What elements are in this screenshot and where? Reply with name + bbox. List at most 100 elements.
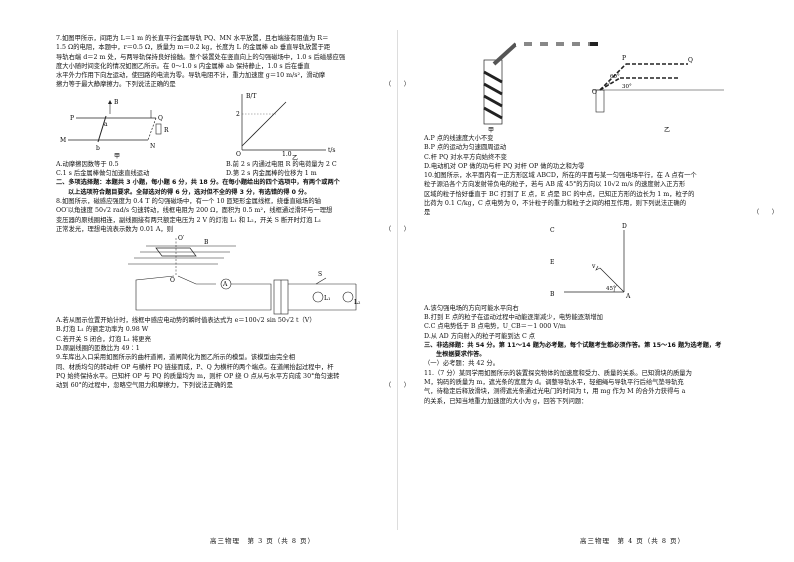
option-row: A.动摩擦因数等于 0.5 B.前 2 s 内通过电阻 R 的电荷量为 2 C — [56, 160, 410, 169]
label-N: N — [150, 143, 155, 150]
question-7: 7.如图甲所示，间距为 L＝1 m 的长直平行金属导轨 PQ、MN 水平放置，且… — [56, 34, 410, 178]
q9-option-d: D.电动机对 OP 做的功与杆 PQ 对杆 OP 做的功之和为零 — [424, 162, 585, 170]
option-a: A.若从图示位置开始计时，线框中感应电动势的瞬时值表达式为 e＝100√2 si… — [56, 317, 316, 325]
q7-line: 7.如图甲所示，间距为 L＝1 m 的长直平行金属导轨 PQ、MN 水平放置，且… — [56, 35, 329, 42]
q10-line: 区域的粒子恰好垂直于 BC 打到了 E 点，E 点是 BC 的中点，已知正方形的… — [424, 190, 695, 198]
option-row: C.1 s 后金属棒做匀加速直线运动 D.第 2 s 内金属棒的位移为 1 m — [56, 169, 410, 178]
option-b: B.灯泡 L₁ 的额定功率为 0.98 W — [56, 326, 149, 334]
q11-line: M，钩码的质量为 m，遮光条的宽度为 d。调整导轨水平，轻细绳与导轨平行后给气垫… — [424, 379, 684, 387]
question-9: 9.车库出入口采用如图所示的曲杆道闸，道闸简化为图乙所示的模型。该模型由完全相 … — [56, 353, 410, 390]
question-11: 11.（7 分）某同学用如图所示的装置探究物体的加速度和受力、质量的关系。已知滑… — [424, 369, 778, 406]
axis-label-x: t/s — [328, 147, 336, 154]
option-c: C.若开关 S 闭合，灯泡 L₁ 将更亮 — [56, 335, 151, 343]
label-a: a — [104, 121, 108, 128]
section-3-subheader: （一）必考题：共 42 分。 — [424, 360, 499, 368]
q9-option-b: B.P 点的运动为匀速圆周运动 — [424, 144, 507, 152]
label-A: A — [625, 293, 631, 300]
square-field-diagram: C D E v B 45° A — [550, 223, 631, 300]
q7-line-text: 擦力等于最大静摩擦力。下列说法正确的是 — [56, 81, 176, 89]
lamp-L1-label: L₁ — [324, 295, 330, 302]
q7-figures: P a B Q R M b N 甲 B/T t/s — [56, 90, 410, 162]
q10-line-text: 是 — [424, 209, 431, 217]
q9-line-text: 动到 60°的过程中，忽略空气阻力和摩擦力，下列说法正确的是 — [56, 382, 233, 390]
label-P: P — [622, 55, 626, 62]
question-10: 10.如图所示，水平面内有一正方形区域 ABCD，所在的平面与某一匀强电场平行，… — [424, 171, 778, 341]
label-B: B — [204, 239, 209, 246]
answer-paren: （ ） — [384, 81, 410, 89]
option-a: A.动摩擦因数等于 0.5 — [56, 160, 119, 168]
q8-line: 正常发光，理想电流表示数为 0.01 A，则 （ ） — [56, 225, 410, 234]
tick-2: 2 — [236, 111, 240, 118]
rails-figure: P a B Q R M b N 甲 — [60, 99, 169, 160]
q9-figure-svg: 甲 Q P O 60° 30° 乙 — [483, 42, 724, 134]
q10-line: 10.如图所示，水平面内有一正方形区域 ABCD，所在的平面与某一匀强电场平行，… — [424, 172, 697, 180]
bt-graph: B/T t/s 2 O 1.0 乙 — [236, 93, 336, 162]
section-3-line: 三、非选择题：共 54 分。第 11～14 题为必考题，每个试题考生都必须作答。… — [424, 341, 722, 349]
label-B: B — [114, 99, 119, 106]
option-d: D.第 2 s 内金属棒的位移为 1 m — [226, 170, 317, 178]
label-D: D — [622, 223, 627, 230]
answer-paren: （ ） — [384, 382, 410, 390]
label-E: E — [550, 259, 554, 266]
q8-line: 8.如图所示，磁感应强度为 0.4 T 的匀强磁场中，有一个 10 匝矩形金属线… — [56, 197, 321, 205]
label-O: O — [170, 277, 175, 284]
page-footer-right: 高三物理 第 4 页（共 8 页） — [580, 537, 686, 545]
label-C: C — [550, 227, 555, 234]
tick-1: 1.0 — [282, 151, 292, 158]
q9-option-c: C.杆 PQ 对水平方向始终不变 — [424, 153, 507, 161]
angle-45: 45° — [606, 286, 616, 292]
right-page: 甲 Q P O 60° 30° 乙 A.P 点的线速度大小不变 B.P 点的运动… — [424, 30, 778, 406]
figure-caption-yi: 乙 — [664, 127, 670, 134]
q11-line: 11.（7 分）某同学用如图所示的装置探究物体的加速度和受力、质量的关系。已知滑… — [424, 369, 692, 377]
option-d: D.原副线圈的匝数比为 49∶1 — [56, 345, 140, 353]
q7-line: 1.5 Ω的电阻，本题中，r＝0.5 Ω，质量为 m＝0.2 kg，长度为 L … — [56, 44, 331, 52]
label-O: O — [592, 89, 597, 96]
switch-label: S — [318, 271, 322, 278]
q8-line-text: 正常发光，理想电流表示数为 0.01 A，则 — [56, 225, 174, 233]
label-M: M — [60, 137, 66, 144]
answer-paren: （ ） — [384, 225, 410, 233]
label-b: b — [96, 145, 100, 152]
q7-line: 水平外力作用下向左运动，使回路的电流为零。导轨电阻不计，重力加速度 g＝10 m… — [56, 72, 326, 80]
q7-line: 度大小随时间变化的情况如图乙所示。在 0～1.0 s 内金属棒 ab 保持静止，… — [56, 62, 310, 70]
section-3-header: 三、非选择题：共 54 分。第 11～14 题为必考题，每个试题考生都必须作答。… — [424, 341, 778, 369]
q7-line: 擦力等于最大静摩擦力。下列说法正确的是 （ ） — [56, 80, 410, 89]
page-divider — [397, 30, 398, 530]
q7-options: A.动摩擦因数等于 0.5 B.前 2 s 内通过电阻 R 的电荷量为 2 C … — [56, 160, 410, 179]
q9-figures: 甲 Q P O 60° 30° 乙 — [424, 30, 778, 134]
axis-label-y: B/T — [246, 93, 256, 100]
q7-figure-svg: P a B Q R M b N 甲 B/T t/s — [60, 93, 336, 162]
section-2-header: 二、多项选择题：本题共 3 小题，每小题 6 分，共 18 分。在每小题给出的四… — [56, 178, 410, 197]
q10-line: 是 （ ） — [424, 208, 778, 217]
q8-figure: O′ B O A S L₁ — [56, 234, 410, 316]
q10-option-c: C.C 点电势低于 B 点电势，U_CB＝－1 000 V/m — [424, 323, 566, 331]
figure-caption-jia: 甲 — [488, 127, 494, 134]
section-2-line: 以上选项符合题目要求。全部选对的得 6 分，选对但不全的得 3 分，有选错的得 … — [68, 188, 311, 196]
tick-origin: O — [236, 151, 241, 158]
label-Oprime: O′ — [178, 235, 185, 242]
label-Q: Q — [158, 115, 163, 122]
section-3-line: 生根据要求作答。 — [436, 351, 486, 359]
q8-figure-svg: O′ B O A S L₁ — [128, 235, 361, 315]
generator-circuit: O′ B O A S L₁ — [128, 235, 361, 315]
barrier-photo: 甲 — [483, 42, 598, 134]
q10-option-b: B.打到 E 点的粒子在运动过程中动能逐渐减少，电势能逐渐增加 — [424, 313, 603, 321]
q10-line: 粒子源沿各个方向发射带负电的粒子，若与 AB 成 45°的方向以 10√2 m/… — [424, 181, 686, 189]
q8-line: 变压器的原线圈相连，副线圈接有两只额定电压为 2 V 的灯泡 L₁ 和 L₂，开… — [56, 216, 322, 224]
q10-line: 比荷为 0.1 C/kg，C 点电势为 0，不计粒子的重力和粒子之间的相互作用，… — [424, 200, 687, 208]
q9-option-a: A.P 点的线速度大小不变 — [424, 135, 494, 142]
figure-caption-yi: 乙 — [292, 155, 298, 160]
q9-line: 同、材质均匀的转动杆 OP 与横杆 PQ 链接而成，P、Q 为横杆的两个端点。在… — [56, 363, 334, 371]
lamp-L2-label: L₂ — [354, 299, 361, 306]
angle-30: 30° — [622, 84, 632, 90]
label-R: R — [164, 127, 169, 134]
answer-paren: （ ） — [752, 209, 778, 217]
option-c: C.1 s 后金属棒做匀加速直线运动 — [56, 170, 150, 178]
q10-figure-svg: C D E v B 45° A — [550, 223, 631, 300]
q11-line: 气，待稳定后释放滑块，测得遮光条通过光电门的时间为 t，用 mg 作为 M 的合… — [424, 388, 686, 396]
question-8: 8.如图所示，磁感应强度为 0.4 T 的匀强磁场中，有一个 10 匝矩形金属线… — [56, 197, 410, 353]
q10-option-a: A.该匀强电场的方向可能水平向右 — [424, 304, 519, 312]
q10-option-d: D.从 AD 方向射入的粒子可能到达 C 点 — [424, 332, 536, 340]
angle-60: 60° — [610, 74, 620, 80]
ammeter-label: A — [222, 281, 228, 288]
